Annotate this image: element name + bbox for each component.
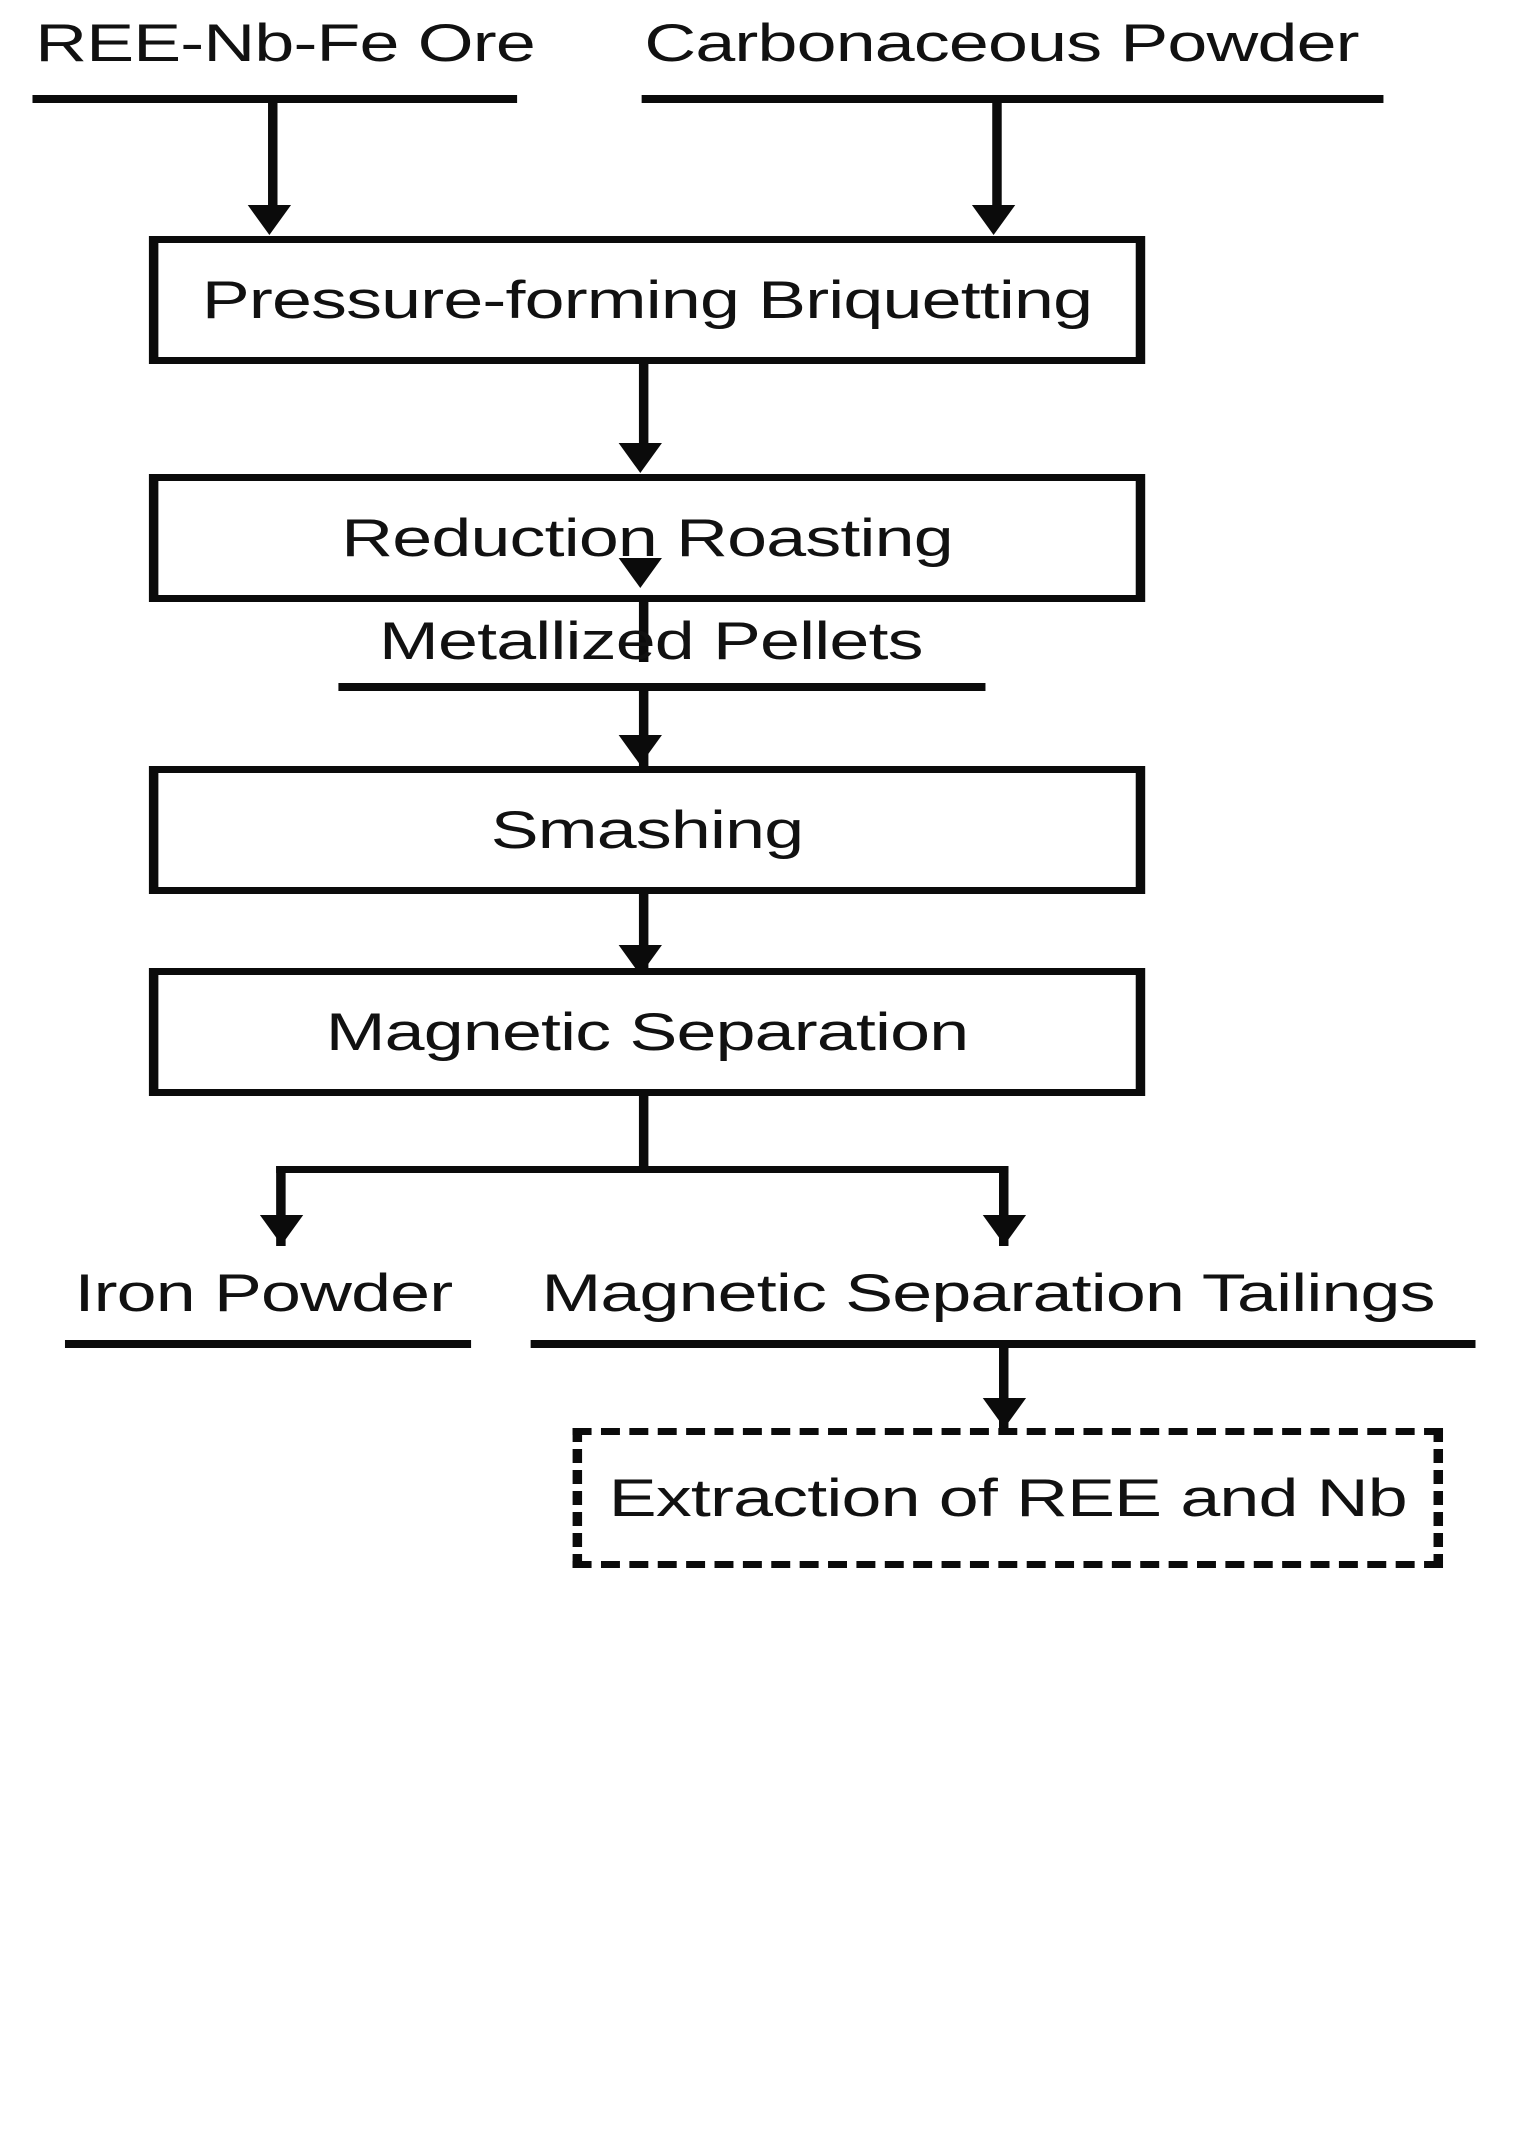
input-underline-carbon — [641, 95, 1384, 103]
edge-pellets-to-smashing-arrowhead — [618, 735, 662, 765]
output-underline-iron — [64, 1340, 472, 1348]
edge-roasting-to-pellets-line — [638, 602, 649, 662]
edge-magsep-to-tailings-line — [999, 1166, 1009, 1246]
input-label-ore: REE-Nb-Fe Ore — [35, 14, 536, 73]
process-label-roasting: Reduction Roasting — [341, 508, 953, 568]
edge-roasting-to-pellets-arrowhead-hidden — [618, 558, 662, 588]
input-underline-ore — [32, 95, 518, 103]
edge-briquetting-to-roasting-line — [638, 364, 649, 446]
edge-magsep-split-bar — [276, 1166, 1009, 1173]
output-underline-tailings — [530, 1340, 1476, 1348]
process-label-briquetting: Pressure-forming Briquetting — [201, 270, 1093, 330]
edge-carbon-to-briquetting-arrowhead — [971, 205, 1016, 235]
edge-tailings-to-extraction-arrowhead — [982, 1398, 1027, 1428]
intermediate-label-pellets: Metallized Pellets — [379, 612, 923, 671]
edge-tailings-to-extraction-line — [999, 1346, 1009, 1431]
edge-briquetting-to-roasting-arrowhead — [618, 443, 662, 473]
input-label-carbon: Carbonaceous Powder — [644, 14, 1359, 73]
edge-ore-to-briquetting-line — [268, 103, 278, 208]
process-box-magsep[interactable]: Magnetic Separation — [148, 968, 1146, 1096]
process-label-smashing: Smashing — [490, 800, 804, 860]
edge-carbon-to-briquetting-line — [992, 103, 1002, 208]
optional-box-extraction[interactable]: Extraction of REE and Nb — [572, 1428, 1444, 1568]
process-box-briquetting[interactable]: Pressure-forming Briquetting — [148, 236, 1146, 364]
process-box-smashing[interactable]: Smashing — [148, 766, 1146, 894]
intermediate-underline-pellets — [338, 683, 986, 691]
output-label-iron: Iron Powder — [74, 1264, 453, 1323]
edge-magsep-to-iron-arrowhead — [259, 1215, 304, 1245]
output-label-tailings: Magnetic Separation Tailings — [541, 1264, 1435, 1323]
edge-ore-to-briquetting-arrowhead — [247, 205, 292, 235]
optional-label-extraction: Extraction of REE and Nb — [608, 1468, 1408, 1528]
edge-magsep-to-tailings-arrowhead — [982, 1215, 1027, 1245]
process-label-magsep: Magnetic Separation — [325, 1002, 969, 1062]
edge-pellets-to-smashing-line — [638, 690, 649, 768]
edge-magsep-to-iron-line — [276, 1166, 286, 1246]
edge-smashing-to-magsep-line — [638, 894, 649, 976]
edge-magsep-split-stem — [638, 1096, 649, 1171]
